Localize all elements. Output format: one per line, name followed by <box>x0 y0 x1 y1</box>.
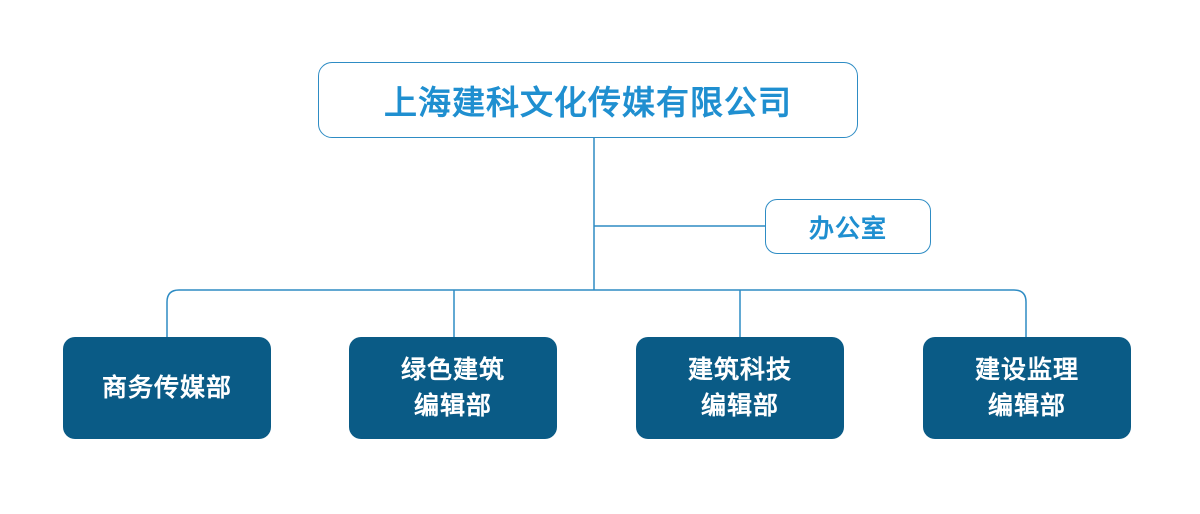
department-label-line-1: 建筑科技 <box>687 355 792 384</box>
department-label: 商务传媒部 <box>101 373 232 402</box>
department-node-green-building: 绿色建筑 编辑部 <box>349 337 557 439</box>
department-label-line-2: 编辑部 <box>987 391 1066 420</box>
root-company-node: 上海建科文化传媒有限公司 <box>318 62 858 138</box>
department-bus-line <box>166 289 1027 337</box>
root-company-label: 上海建科文化传媒有限公司 <box>384 83 792 122</box>
office-label: 办公室 <box>808 213 887 243</box>
department-node-commercial-media: 商务传媒部 <box>63 337 271 439</box>
office-node: 办公室 <box>765 199 931 254</box>
department-label-line-2: 编辑部 <box>700 391 779 420</box>
department-node-construction-supervision: 建设监理 编辑部 <box>923 337 1131 439</box>
department-label-line-2: 编辑部 <box>413 391 492 420</box>
department-node-building-technology: 建筑科技 编辑部 <box>636 337 844 439</box>
department-label-line-1: 建设监理 <box>974 355 1079 384</box>
department-label-line-1: 绿色建筑 <box>400 355 505 384</box>
